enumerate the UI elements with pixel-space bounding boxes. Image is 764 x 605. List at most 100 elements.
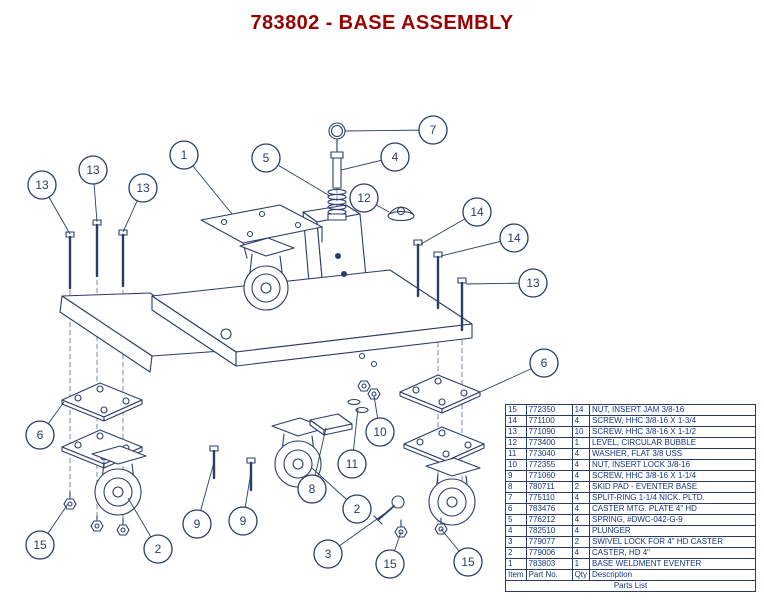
balloon-number: 15	[461, 555, 475, 569]
cell-part_no: 783476	[525, 503, 573, 515]
parts-list-header-row: Item Part No. Qty Description	[505, 569, 757, 581]
cell-qty: 2	[571, 536, 591, 548]
cell-item: 9	[505, 470, 527, 482]
cell-item: 12	[505, 437, 527, 449]
cell-part_no: 773400	[525, 437, 573, 449]
callout-balloon: 13	[78, 155, 108, 223]
balloon-number: 6	[37, 428, 44, 442]
balloon-number: 7	[430, 123, 437, 137]
caster-left-drawing	[91, 445, 147, 516]
cell-part_no: 779077	[525, 536, 573, 548]
cell-part_no: 772355	[525, 459, 573, 471]
skid-pad-drawing	[309, 413, 353, 436]
cell-part_no: 776212	[525, 514, 573, 526]
cell-qty: 4	[571, 514, 591, 526]
callout-balloon: 15	[440, 528, 483, 577]
cell-part_no: 771100	[525, 415, 573, 427]
callout-balloon: 3	[313, 513, 385, 569]
cell-qty: 2	[571, 481, 591, 493]
cell-part_no: 783803	[525, 558, 573, 570]
cell-item: 14	[505, 415, 527, 427]
header-item: Item	[505, 569, 527, 581]
cell-qty: 1	[571, 437, 591, 449]
cell-item: 10	[505, 459, 527, 471]
cell-part_no: 782510	[525, 525, 573, 537]
cell-description: SKID PAD - EVENTER BASE	[589, 481, 757, 493]
cell-qty: 4	[571, 470, 591, 482]
cell-qty: 4	[571, 415, 591, 427]
callout-balloon: 10	[365, 395, 395, 447]
header-description: Description	[589, 569, 757, 581]
callout-balloon: 9	[182, 461, 215, 539]
cell-item: 8	[505, 481, 527, 493]
header-part-no: Part No.	[525, 569, 573, 581]
cell-description: LEVEL, CIRCULAR BUBBLE	[589, 437, 757, 449]
callout-balloon: 12	[349, 183, 390, 213]
cell-description: BASE WELDMENT EVENTER	[589, 558, 757, 570]
cell-description: PLUNGER	[589, 525, 757, 537]
cell-qty: 4	[571, 459, 591, 471]
top-plate-drawing	[200, 204, 323, 259]
balloon-number: 15	[383, 557, 397, 571]
cell-qty: 14	[571, 404, 591, 416]
balloon-number: 9	[240, 514, 247, 528]
callout-balloon: 4	[340, 142, 410, 172]
screw-right-drawing	[413, 239, 467, 332]
cell-item: 4	[505, 525, 527, 537]
cell-description: CASTER MTG. PLATE 4" HD	[589, 503, 757, 515]
balloon-number: 15	[33, 538, 47, 552]
callout-balloon: 13	[465, 268, 548, 298]
balloon-number: 8	[309, 482, 316, 496]
cell-part_no: 771090	[525, 426, 573, 438]
cell-part_no: 775110	[525, 492, 573, 504]
balloon-number: 4	[392, 150, 399, 164]
callout-balloon: 6	[25, 401, 65, 450]
header-qty: Qty	[571, 569, 591, 581]
cell-description: NUT, INSERT JAM 3/8-16	[589, 404, 757, 416]
cell-item: 11	[505, 448, 527, 460]
cell-description: SWIVEL LOCK FOR 4" HD CASTER	[589, 536, 757, 548]
balloon-number: 2	[354, 502, 361, 516]
cell-item: 13	[505, 426, 527, 438]
callout-balloon: 11	[337, 407, 367, 479]
balloon-number: 12	[357, 191, 371, 205]
balloon-number: 13	[136, 181, 150, 195]
screw-13-left-drawing	[65, 219, 128, 290]
callout-balloon: 14	[440, 223, 529, 257]
cell-description: SCREW, HHC 3/8-16 X 1-3/4	[589, 415, 757, 427]
callout-balloon: 15	[375, 531, 405, 579]
cell-description: SCREW, HHC 3/8-16 X 1-1/2	[589, 426, 757, 438]
balloon-number: 13	[526, 276, 540, 290]
cell-item: 2	[505, 547, 527, 559]
cell-qty: 4	[571, 503, 591, 515]
nuts-washers-drawing	[63, 380, 448, 538]
cell-description: WASHER, FLAT 3/8 USS	[589, 448, 757, 460]
balloon-number: 13	[35, 178, 49, 192]
parts-list-title: Parts List	[504, 580, 757, 592]
callout-balloon: 9	[228, 471, 258, 536]
callout-balloon: 1	[169, 140, 233, 215]
caster-upper-drawing	[239, 237, 295, 311]
callout-balloon: 5	[251, 143, 331, 197]
cell-description: SPRING, #DWC-042-G-9	[589, 514, 757, 526]
cell-qty: 4	[571, 448, 591, 460]
balloon-number: 13	[86, 163, 100, 177]
cell-qty: 4	[571, 492, 591, 504]
balloon-number: 2	[155, 542, 162, 556]
cell-qty: 1	[571, 558, 591, 570]
callout-balloon: 14	[420, 197, 492, 245]
cell-description: CASTER, HD 4"	[589, 547, 757, 559]
cell-qty: 4	[571, 547, 591, 559]
balloon-number: 3	[325, 547, 332, 561]
